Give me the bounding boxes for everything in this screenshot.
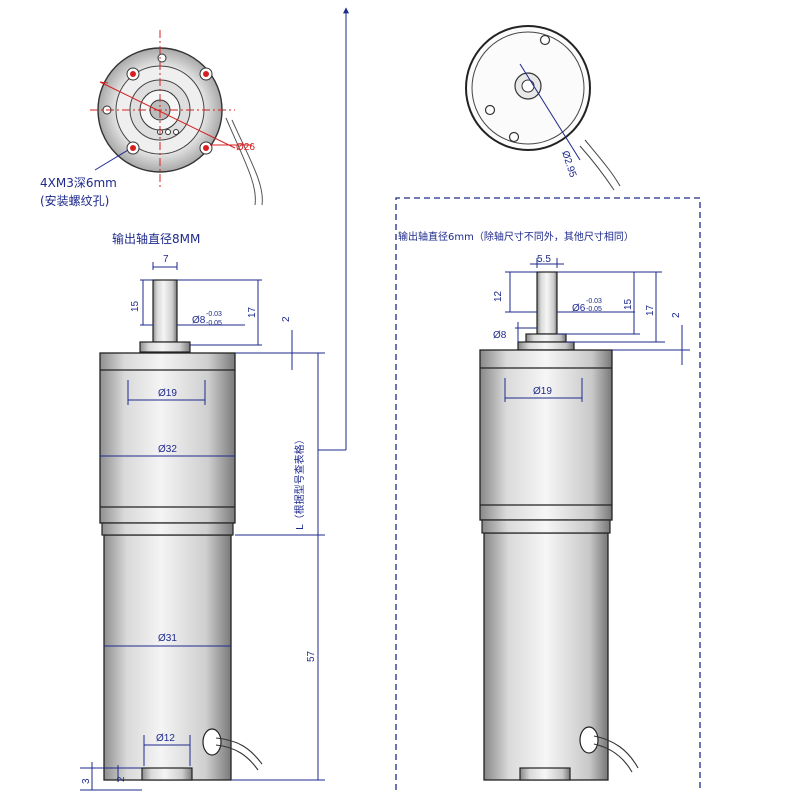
right-shaft-tol-lo: -0.05 bbox=[586, 306, 602, 313]
left-face-view: Ø26 4XM3深6mm (安装螺纹孔) bbox=[40, 30, 263, 208]
right-shaft-caption: 输出轴直径6mm（除轴尺寸不同外，其他尺寸相同） bbox=[398, 230, 634, 243]
left-shaft-len: 15 bbox=[130, 300, 141, 312]
right-face-diameter: Ø2.95 bbox=[559, 150, 578, 180]
left-motor-d: Ø31 bbox=[158, 633, 177, 644]
right-boss-d: Ø19 bbox=[533, 386, 552, 397]
left-shaft-tol-lo: -0.05 bbox=[206, 320, 222, 327]
left-motor-side-view: 输出轴直径8MM 7 15 Ø8 -0.03 -0.05 17 bbox=[80, 231, 325, 791]
left-shaft-total: 17 bbox=[247, 306, 258, 318]
left-length-label: L（根据型号查表格） bbox=[293, 434, 306, 530]
right-shaft-tol: Ø6 bbox=[572, 303, 586, 314]
mount-hole bbox=[126, 67, 140, 81]
mount-hole bbox=[199, 67, 213, 81]
right-flat-len: 12 bbox=[493, 290, 504, 302]
left-gear-d: Ø32 bbox=[158, 444, 177, 455]
right-shaft-total: 17 bbox=[645, 304, 656, 316]
variant-frame bbox=[395, 197, 701, 790]
mount-holes-sub: (安装螺纹孔) bbox=[40, 193, 109, 208]
left-rear-h2: 2 bbox=[116, 776, 127, 782]
right-flat-width: 5.5 bbox=[537, 254, 551, 265]
mount-hole bbox=[199, 141, 213, 155]
left-shaft-tol: Ø8 bbox=[192, 315, 206, 326]
left-motor-len: 57 bbox=[306, 650, 317, 662]
right-boss-h: 2 bbox=[671, 312, 682, 318]
gearbox-body bbox=[479, 349, 613, 521]
right-shaft-base-d: Ø8 bbox=[493, 330, 507, 341]
left-shaft-width: 7 bbox=[163, 254, 169, 265]
gearbox-body bbox=[99, 352, 236, 524]
left-rear-h1: 3 bbox=[81, 778, 92, 784]
right-shaft-len: 15 bbox=[623, 298, 634, 310]
left-shaft-tol-hi: -0.03 bbox=[206, 311, 222, 318]
mount-holes-label: 4XM3深6mm bbox=[40, 176, 117, 190]
right-shaft-tol-hi: -0.03 bbox=[586, 298, 602, 305]
left-boss-d: Ø19 bbox=[158, 388, 177, 399]
left-face-diameter: Ø26 bbox=[236, 142, 255, 153]
left-rear-boss-d: Ø12 bbox=[156, 733, 175, 744]
left-shaft-caption: 输出轴直径8MM bbox=[112, 231, 200, 246]
mount-hole bbox=[126, 141, 140, 155]
left-boss-h: 2 bbox=[281, 316, 292, 322]
right-face-view: Ø2.95 bbox=[465, 25, 621, 191]
right-motor-side-view: 输出轴直径6mm（除轴尺寸不同外，其他尺寸相同） 5.5 12 Ø6 -0.03… bbox=[398, 230, 690, 781]
